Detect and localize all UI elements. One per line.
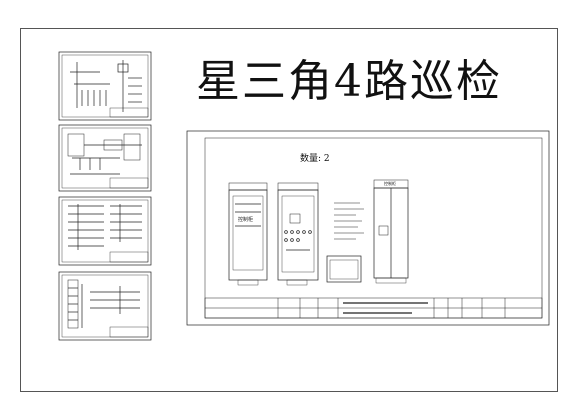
- thumbnail-sheet-2[interactable]: [58, 124, 152, 192]
- cabinet-label-1: 控制柜: [238, 216, 253, 223]
- quantity-label: 数量: 2: [300, 152, 330, 164]
- cabinet-elevation-2: [277, 182, 319, 286]
- cabinet-elevation-side: [373, 179, 409, 284]
- cabinet-base-frame: [326, 255, 362, 283]
- cabinet-label-2: 控制柜: [384, 180, 396, 186]
- thumbnail-sheet-3[interactable]: [58, 196, 152, 266]
- thumbnail-sheet-1[interactable]: [58, 51, 152, 121]
- technical-notes: [334, 202, 364, 240]
- thumbnail-sheet-4[interactable]: [58, 271, 152, 341]
- main-sheet[interactable]: [186, 130, 550, 326]
- drawing-border: [20, 28, 558, 392]
- title-block: [204, 297, 543, 319]
- cabinet-elevation-1: [228, 182, 268, 286]
- page-title: 星三角4路巡检: [196, 56, 502, 107]
